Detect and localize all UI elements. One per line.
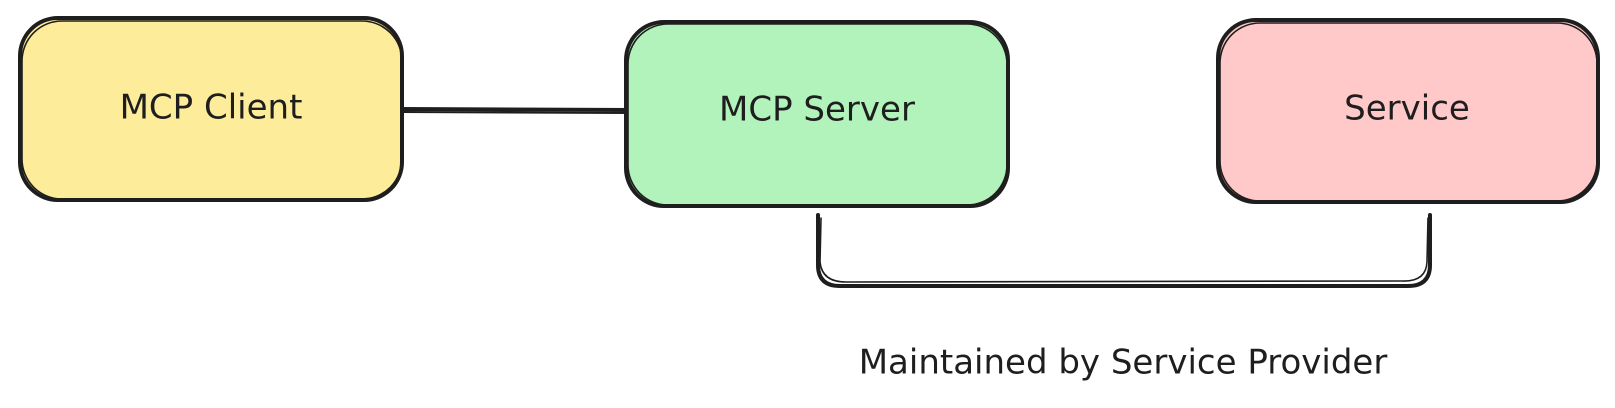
mcp-server-label: MCP Server — [719, 90, 915, 130]
mcp-server-box-sketch — [627, 23, 1008, 206]
maintainer-caption: Maintained by Service Provider — [859, 343, 1388, 383]
mcp-server-box — [624, 20, 1010, 208]
mcp-server-node[interactable]: MCP Server — [624, 20, 1010, 208]
service-label: Service — [1344, 89, 1470, 129]
mcp-client-box-sketch — [21, 20, 403, 200]
mcp-client-label: MCP Client — [120, 88, 303, 128]
maintainer-bracket — [816, 213, 1432, 288]
mcp-client-node[interactable]: MCP Client — [18, 16, 404, 202]
service-box-sketch — [1219, 22, 1598, 202]
service-box — [1216, 18, 1600, 204]
client-server-connector — [398, 107, 634, 114]
service-node[interactable]: Service — [1216, 18, 1600, 204]
